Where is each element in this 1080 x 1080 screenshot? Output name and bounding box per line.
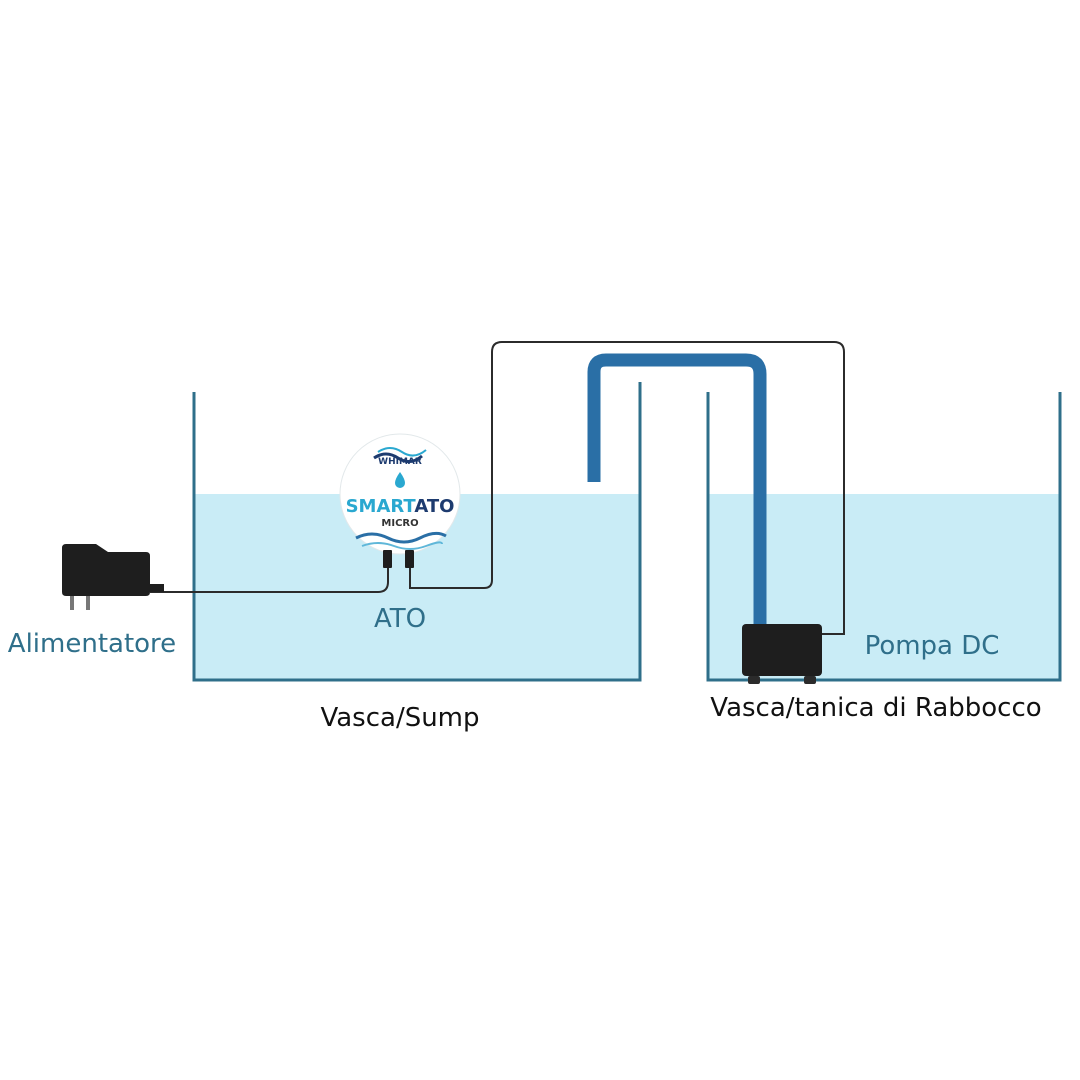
connector-right-icon [405,550,414,568]
pump-foot [748,676,760,684]
brand-wave-icon [373,452,423,463]
connector-left-icon [383,550,392,568]
device-model: MICRO [381,518,418,529]
pump-body [742,624,822,676]
power-supply-label: Alimentatore [8,629,176,659]
pump-cable [409,341,845,635]
topoff-tank-label: Vasca/tanica di Rabbocco [710,693,1041,723]
water-drop-icon [395,472,405,488]
power-cable [150,568,389,593]
splash-wave-icon [361,541,443,550]
brand-name: WHIMAR [378,457,422,467]
water-tube [587,353,767,628]
ato-controller-body [339,433,461,555]
topoff-tank-outline [706,392,1062,682]
device-name-part2: ATO [414,496,454,517]
device-name: SMARTATO [346,496,455,517]
device-name-part1: SMART [346,496,417,517]
brand-wave-icon [377,447,427,457]
power-adapter-icon [62,544,164,610]
pump-foot [804,676,816,684]
sump-tank-outline [192,382,642,682]
splash-wave-icon [355,531,447,544]
pump-label: Pompa DC [865,631,1000,661]
dc-pump-icon [742,624,822,684]
ato-controller-icon: WHIMAR SMARTATO MICRO [339,433,461,568]
sump-label: Vasca/Sump [320,703,479,733]
ato-label: ATO [374,604,426,634]
